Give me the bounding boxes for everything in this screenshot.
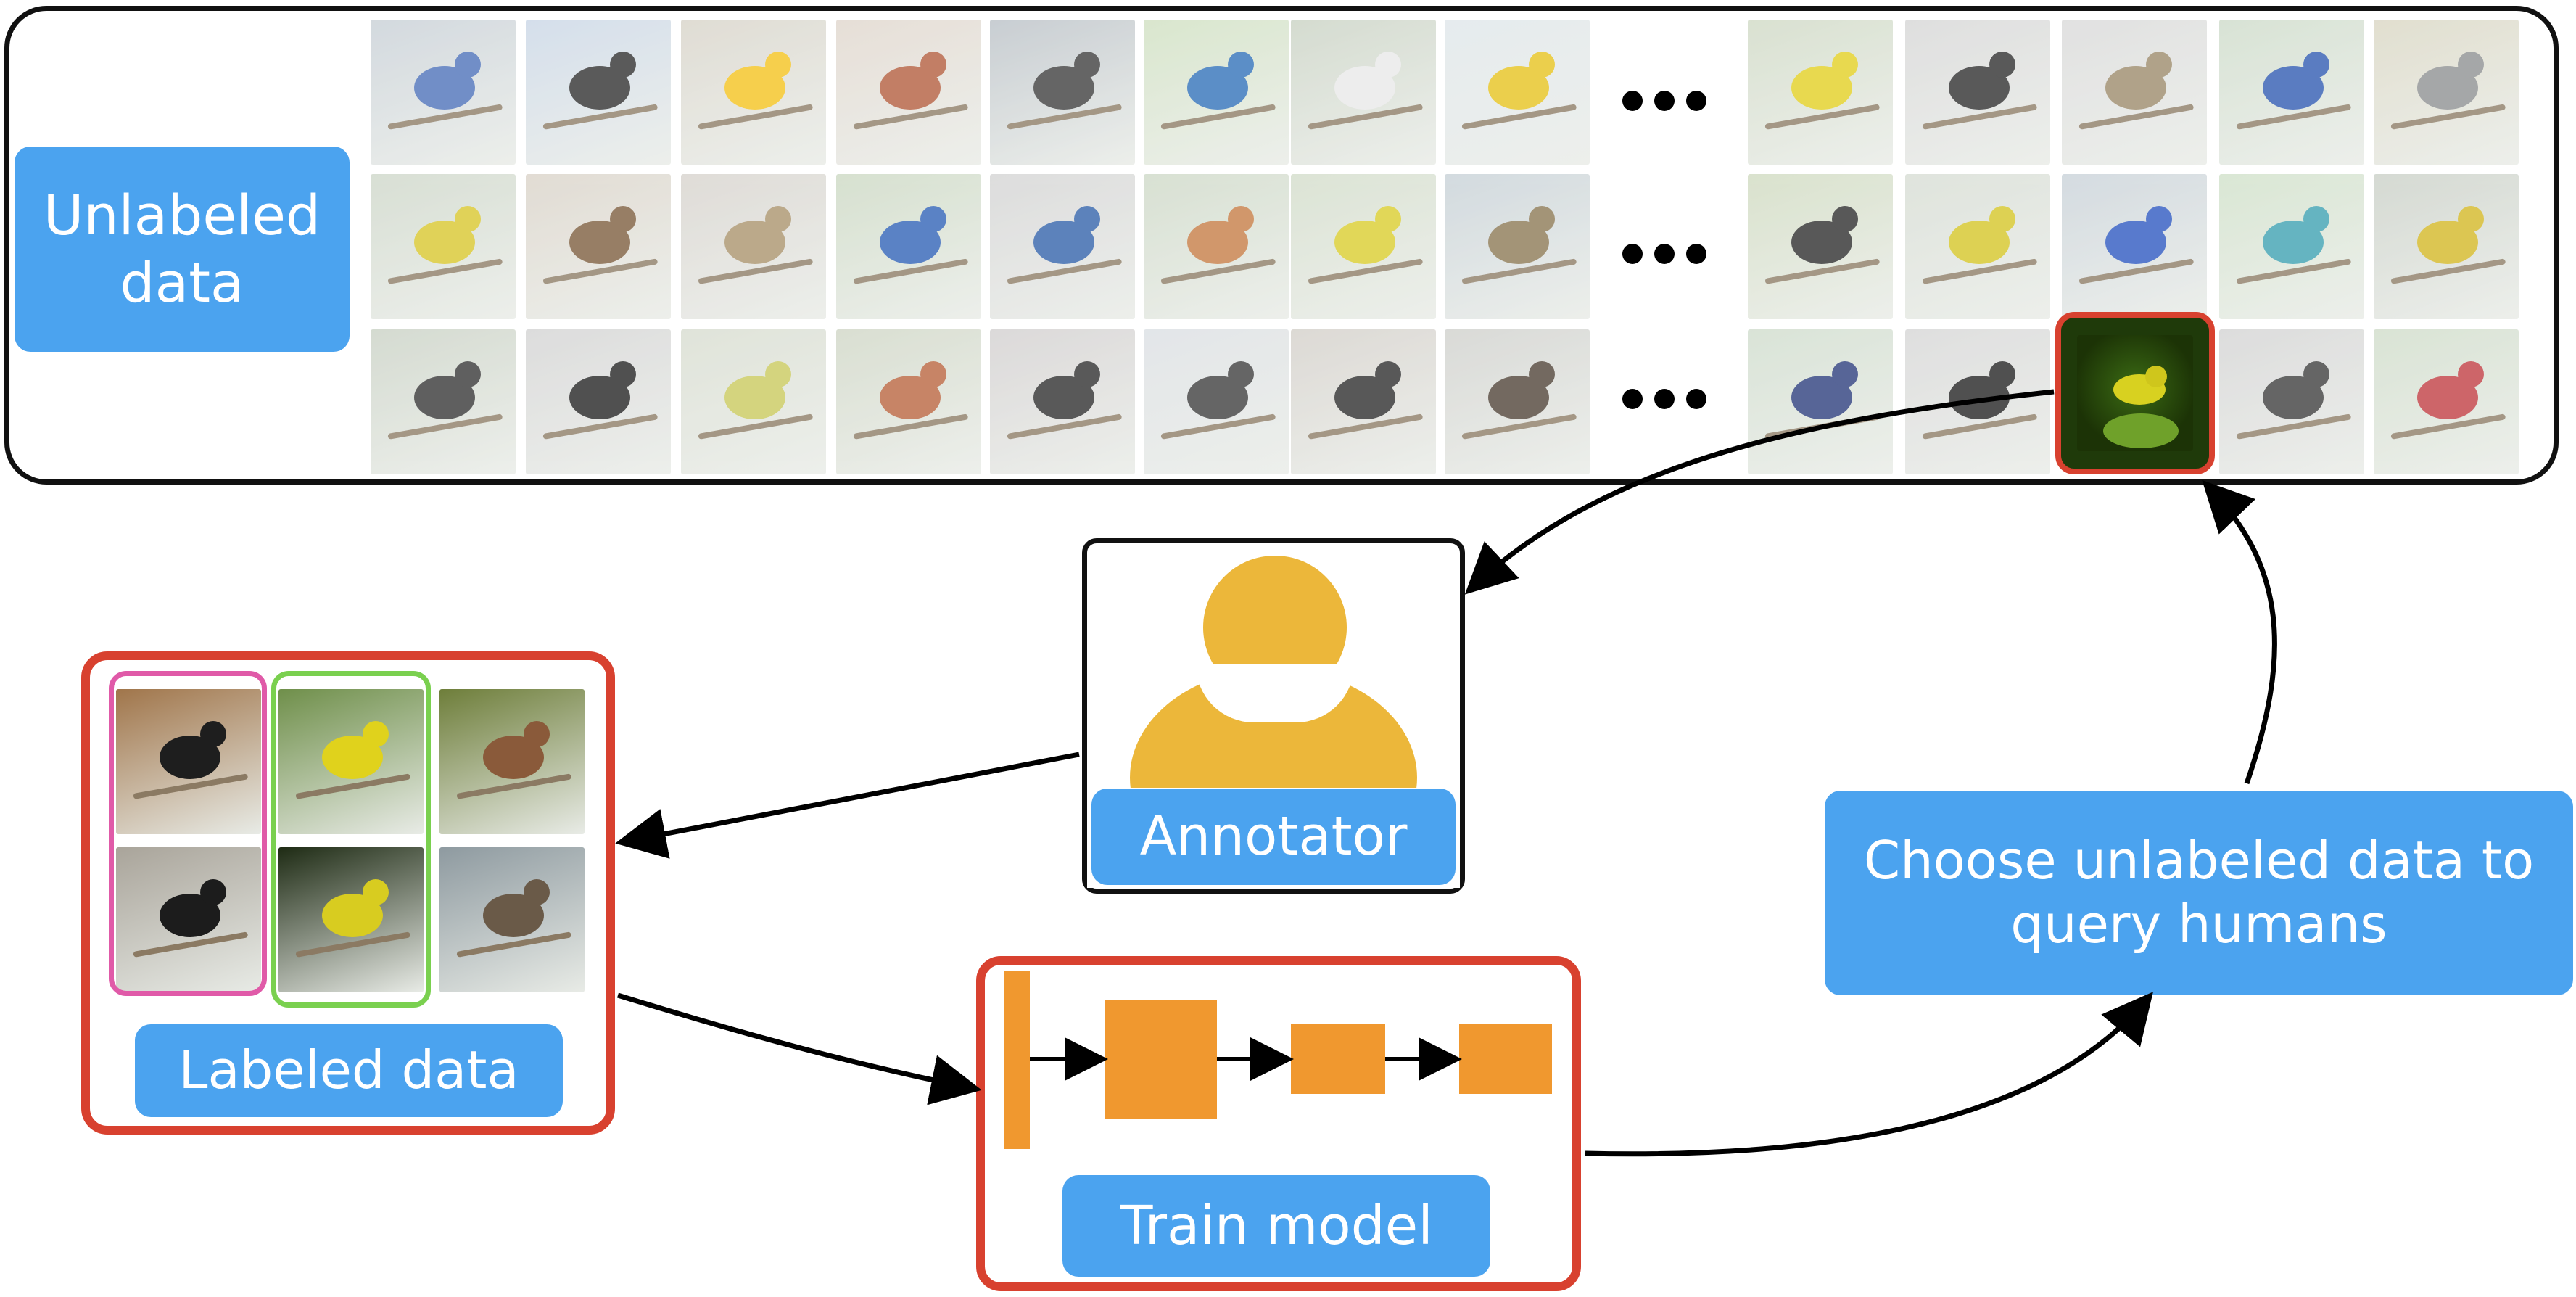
arrow-model-to-query: [1585, 992, 2153, 1157]
more-images-ellipsis-row-1: [1622, 91, 1706, 111]
query-strategy-label: Choose unlabeled data to query humans: [1825, 791, 2573, 995]
unlabeled-image: [2374, 174, 2519, 319]
unlabeled-image: [681, 20, 826, 165]
output-layer: [1459, 1024, 1552, 1094]
unlabeled-image: [2374, 329, 2519, 474]
labeled-image: [439, 847, 585, 992]
unlabeled-image: [1445, 329, 1590, 474]
unlabeled-image: [1445, 20, 1590, 165]
arrow-labeled-to-model: [616, 992, 982, 1105]
more-images-ellipsis-row-2: [1622, 244, 1706, 264]
unlabeled-image: [1905, 174, 2050, 319]
train-model-label: Train model: [1062, 1175, 1490, 1277]
labeled-image: [439, 689, 585, 834]
labeled-data-label: Labeled data: [135, 1024, 563, 1117]
class-group-pink: [109, 671, 267, 996]
train-model-box: [976, 956, 1581, 1291]
unlabeled-image: [1291, 174, 1436, 319]
unlabeled-image: [371, 329, 516, 474]
unlabeled-image: [2374, 20, 2519, 165]
unlabeled-image: [2219, 174, 2364, 319]
input-layer: [1004, 971, 1030, 1149]
unlabeled-image: [1144, 174, 1289, 319]
unlabeled-image: [681, 329, 826, 474]
unlabeled-image: [836, 329, 981, 474]
neural-network-icon: [1001, 971, 1566, 1152]
labeled-image: [116, 689, 261, 834]
labeled-image: [116, 847, 261, 992]
hidden-layer-1: [1105, 1000, 1217, 1119]
unlabeled-data-pool: [4, 6, 2559, 485]
unlabeled-image: [2062, 174, 2207, 319]
unlabeled-image: [371, 20, 516, 165]
unlabeled-image: [526, 174, 671, 319]
unlabeled-image: [990, 20, 1135, 165]
arrow-query-to-pool: [2202, 479, 2277, 785]
unlabeled-image: [990, 174, 1135, 319]
unlabeled-image: [1748, 329, 1893, 474]
unlabeled-image: [1144, 329, 1289, 474]
arrow-annotator-to-labeled: [615, 752, 1080, 859]
unlabeled-image: [526, 20, 671, 165]
unlabeled-image: [526, 329, 671, 474]
unlabeled-image: [990, 329, 1135, 474]
unlabeled-image: [1291, 20, 1436, 165]
unlabeled-image: [681, 174, 826, 319]
unlabeled-image: [1905, 20, 2050, 165]
class-group-green: [271, 671, 431, 1008]
unlabeled-image: [1748, 20, 1893, 165]
hidden-layer-2: [1291, 1024, 1385, 1094]
unlabeled-image: [2219, 329, 2364, 474]
labeled-image: [278, 689, 424, 834]
unlabeled-image: [2219, 20, 2364, 165]
unlabeled-image: [371, 174, 516, 319]
unlabeled-image: [1144, 20, 1289, 165]
selected-unlabeled-image: [2055, 312, 2215, 474]
annotator-label: Annotator: [1091, 789, 1456, 885]
arrow-selected-to-annotator: [1464, 389, 2055, 595]
unlabeled-data-label: Unlabeled data: [15, 147, 350, 352]
more-images-ellipsis-row-3: [1622, 389, 1706, 409]
unlabeled-image: [2062, 20, 2207, 165]
labeled-image: [278, 847, 424, 992]
annotator-box: [1082, 538, 1465, 894]
unlabeled-image: [1291, 329, 1436, 474]
labeled-data-box: [81, 651, 615, 1135]
unlabeled-image: [1445, 174, 1590, 319]
unlabeled-image: [1748, 174, 1893, 319]
unlabeled-image: [836, 174, 981, 319]
unlabeled-image: [836, 20, 981, 165]
